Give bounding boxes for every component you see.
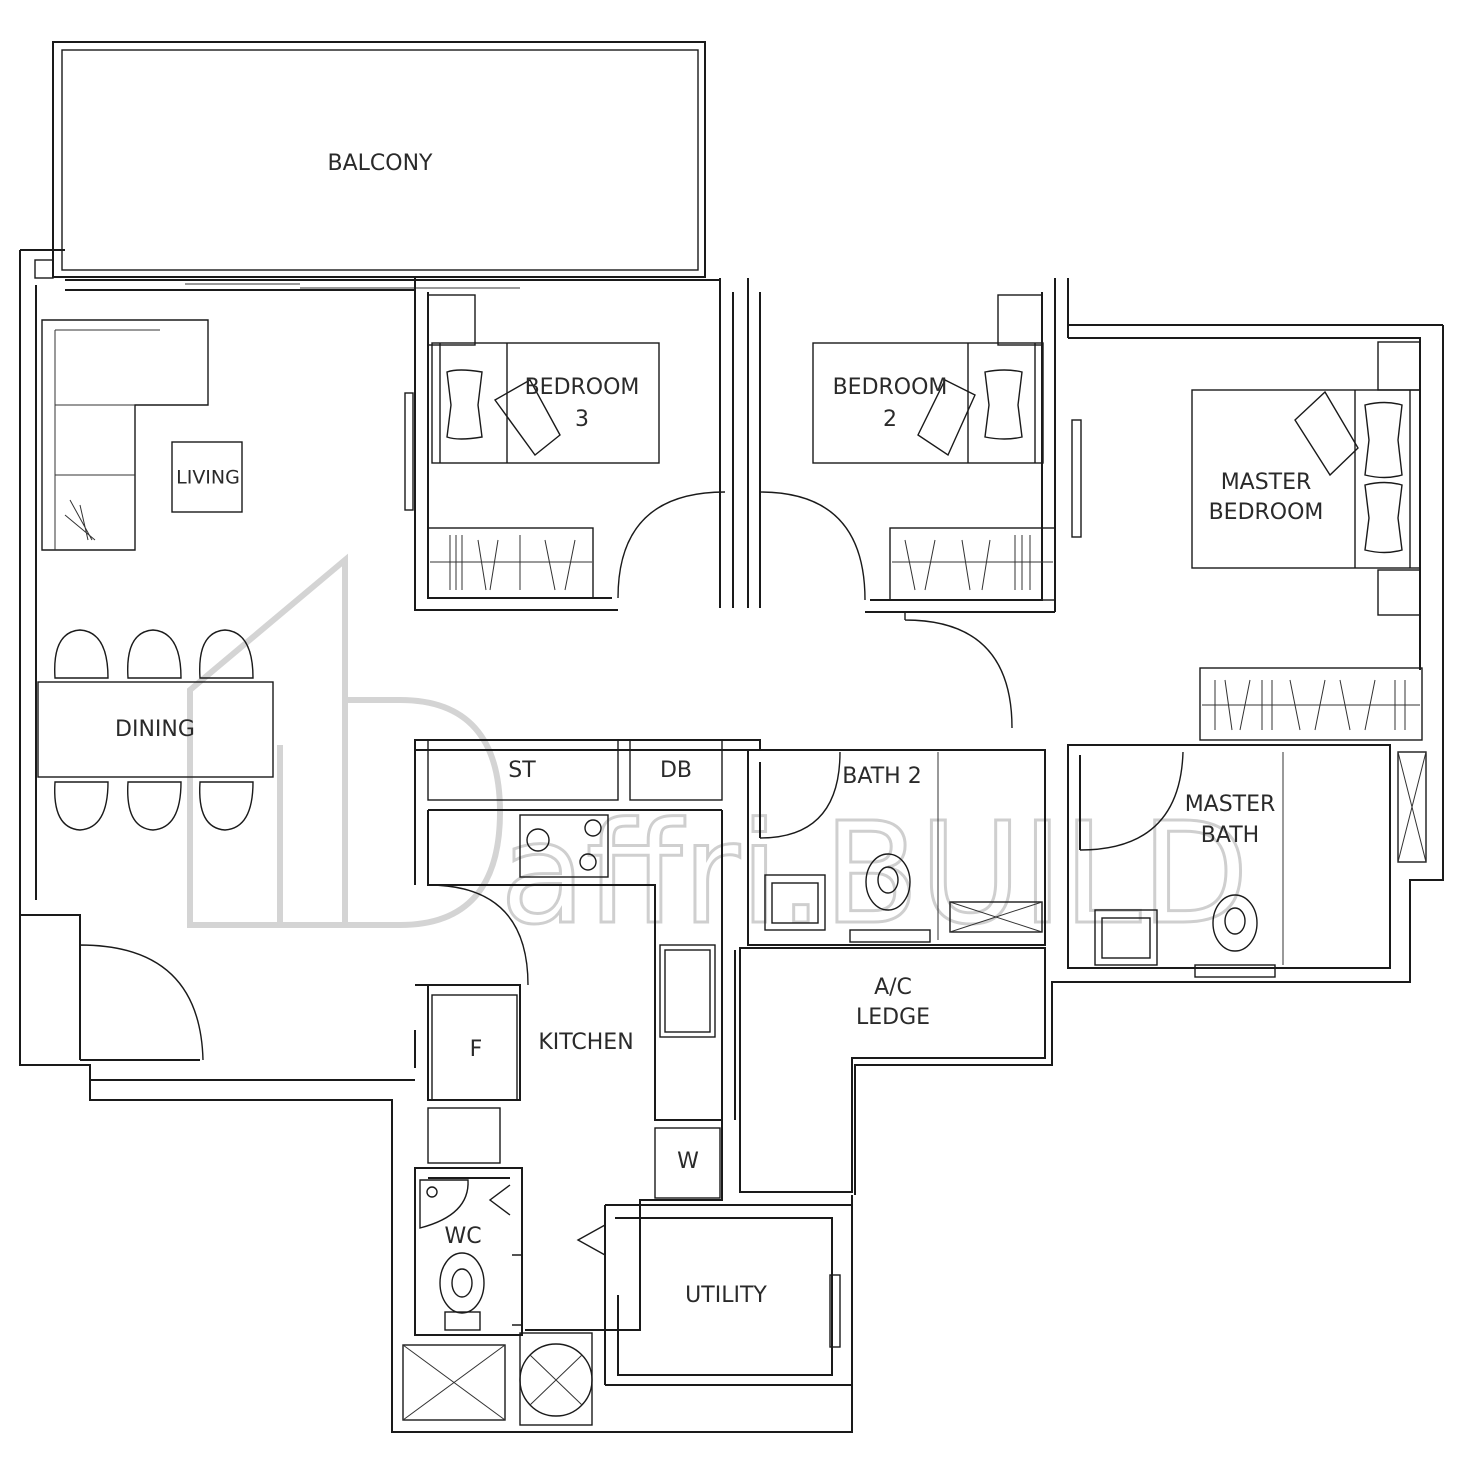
bedroom-2: BEDROOM 2 [747,278,1082,613]
basin-icon [1094,909,1158,966]
room-label-bedroom2-line2: 2 [883,407,897,432]
wardrobe [889,527,1056,601]
shower-tray [949,901,1043,933]
room-label-ac-ledge-line1: A/C [874,975,912,1000]
drum-icon [519,1343,593,1417]
store [427,739,619,801]
living-area: LIVING [41,319,243,551]
window [829,1274,841,1348]
coffee-table [171,441,243,513]
ac-ledge: A/C LEDGE [739,947,1046,1193]
room-label-utility: UTILITY [685,1283,767,1308]
room-label-master-bedroom-line1: MASTER [1221,470,1312,495]
pillow-icon [1364,481,1403,554]
chair-icon [54,629,254,831]
room-label-db: DB [660,758,692,783]
room-label-master-bath-line1: MASTER [1185,792,1276,817]
room-label-ac-ledge-line2: LEDGE [856,1005,930,1030]
bedroom-3: BEDROOM 3 [404,278,734,611]
pillow-icon [1364,401,1403,479]
room-label-master-bedroom-line2: BEDROOM [1209,500,1324,525]
room-label-st: ST [508,758,536,783]
room-label-fridge: F [470,1037,483,1062]
watermark-logo-icon [187,553,348,928]
room-label-living: LIVING [176,467,240,489]
washer [654,1127,721,1199]
dining-table [37,681,274,778]
bed [1191,389,1421,569]
room-label-kitchen: KITCHEN [538,1030,633,1055]
room-label-bedroom2-line1: BEDROOM [833,375,948,400]
main-door [79,944,204,1061]
corridor-door [904,612,1013,729]
bath-2: BATH 2 [747,749,1046,946]
room-label-balcony: BALCONY [328,151,434,176]
shower-tray [402,1344,506,1421]
watermark: affri.BUILD [187,553,1250,958]
dining-area: DINING [37,629,274,831]
balcony: BALCONY [52,41,720,291]
master-bedroom: MASTER BEDROOM [1067,278,1423,741]
column-icon [34,259,54,279]
wardrobe [1199,667,1423,741]
yard-fixtures [402,1332,593,1426]
utility: UTILITY [576,1204,852,1386]
window [404,392,414,511]
watermark-d-icon [345,697,504,928]
sink [659,944,716,1038]
kitchen: W F KITCHEN [414,740,736,1331]
wardrobe [427,527,594,599]
room-label-bedroom3-line2: 3 [575,407,589,432]
basin-icon [419,1179,469,1229]
pillow-icon [446,369,483,440]
toilet-icon [439,1252,485,1314]
watermark-text: affri.BUILD [500,793,1249,956]
toilet-icon [865,853,911,911]
store-db: ST DB [414,739,761,801]
db-cabinet [629,739,723,801]
master-bath: MASTER BATH [1067,744,1427,978]
bed [812,342,1044,464]
hob [519,814,609,878]
room-label-master-bath-line2: BATH [1201,823,1259,848]
fridge [431,994,518,1101]
plant-icon [64,499,96,541]
room-label-washer: W [677,1149,699,1174]
wc: WC [414,1167,523,1336]
room-label-wc: WC [444,1224,481,1249]
bed [431,342,660,464]
shower-tray [1397,751,1427,863]
room-label-bedroom3-line1: BEDROOM [525,375,640,400]
room-label-dining: DINING [115,717,195,742]
pillow-icon [984,369,1023,440]
toilet-icon [1212,894,1258,952]
basin-icon [764,874,826,931]
window [1071,419,1082,538]
room-label-bath2: BATH 2 [842,764,921,789]
